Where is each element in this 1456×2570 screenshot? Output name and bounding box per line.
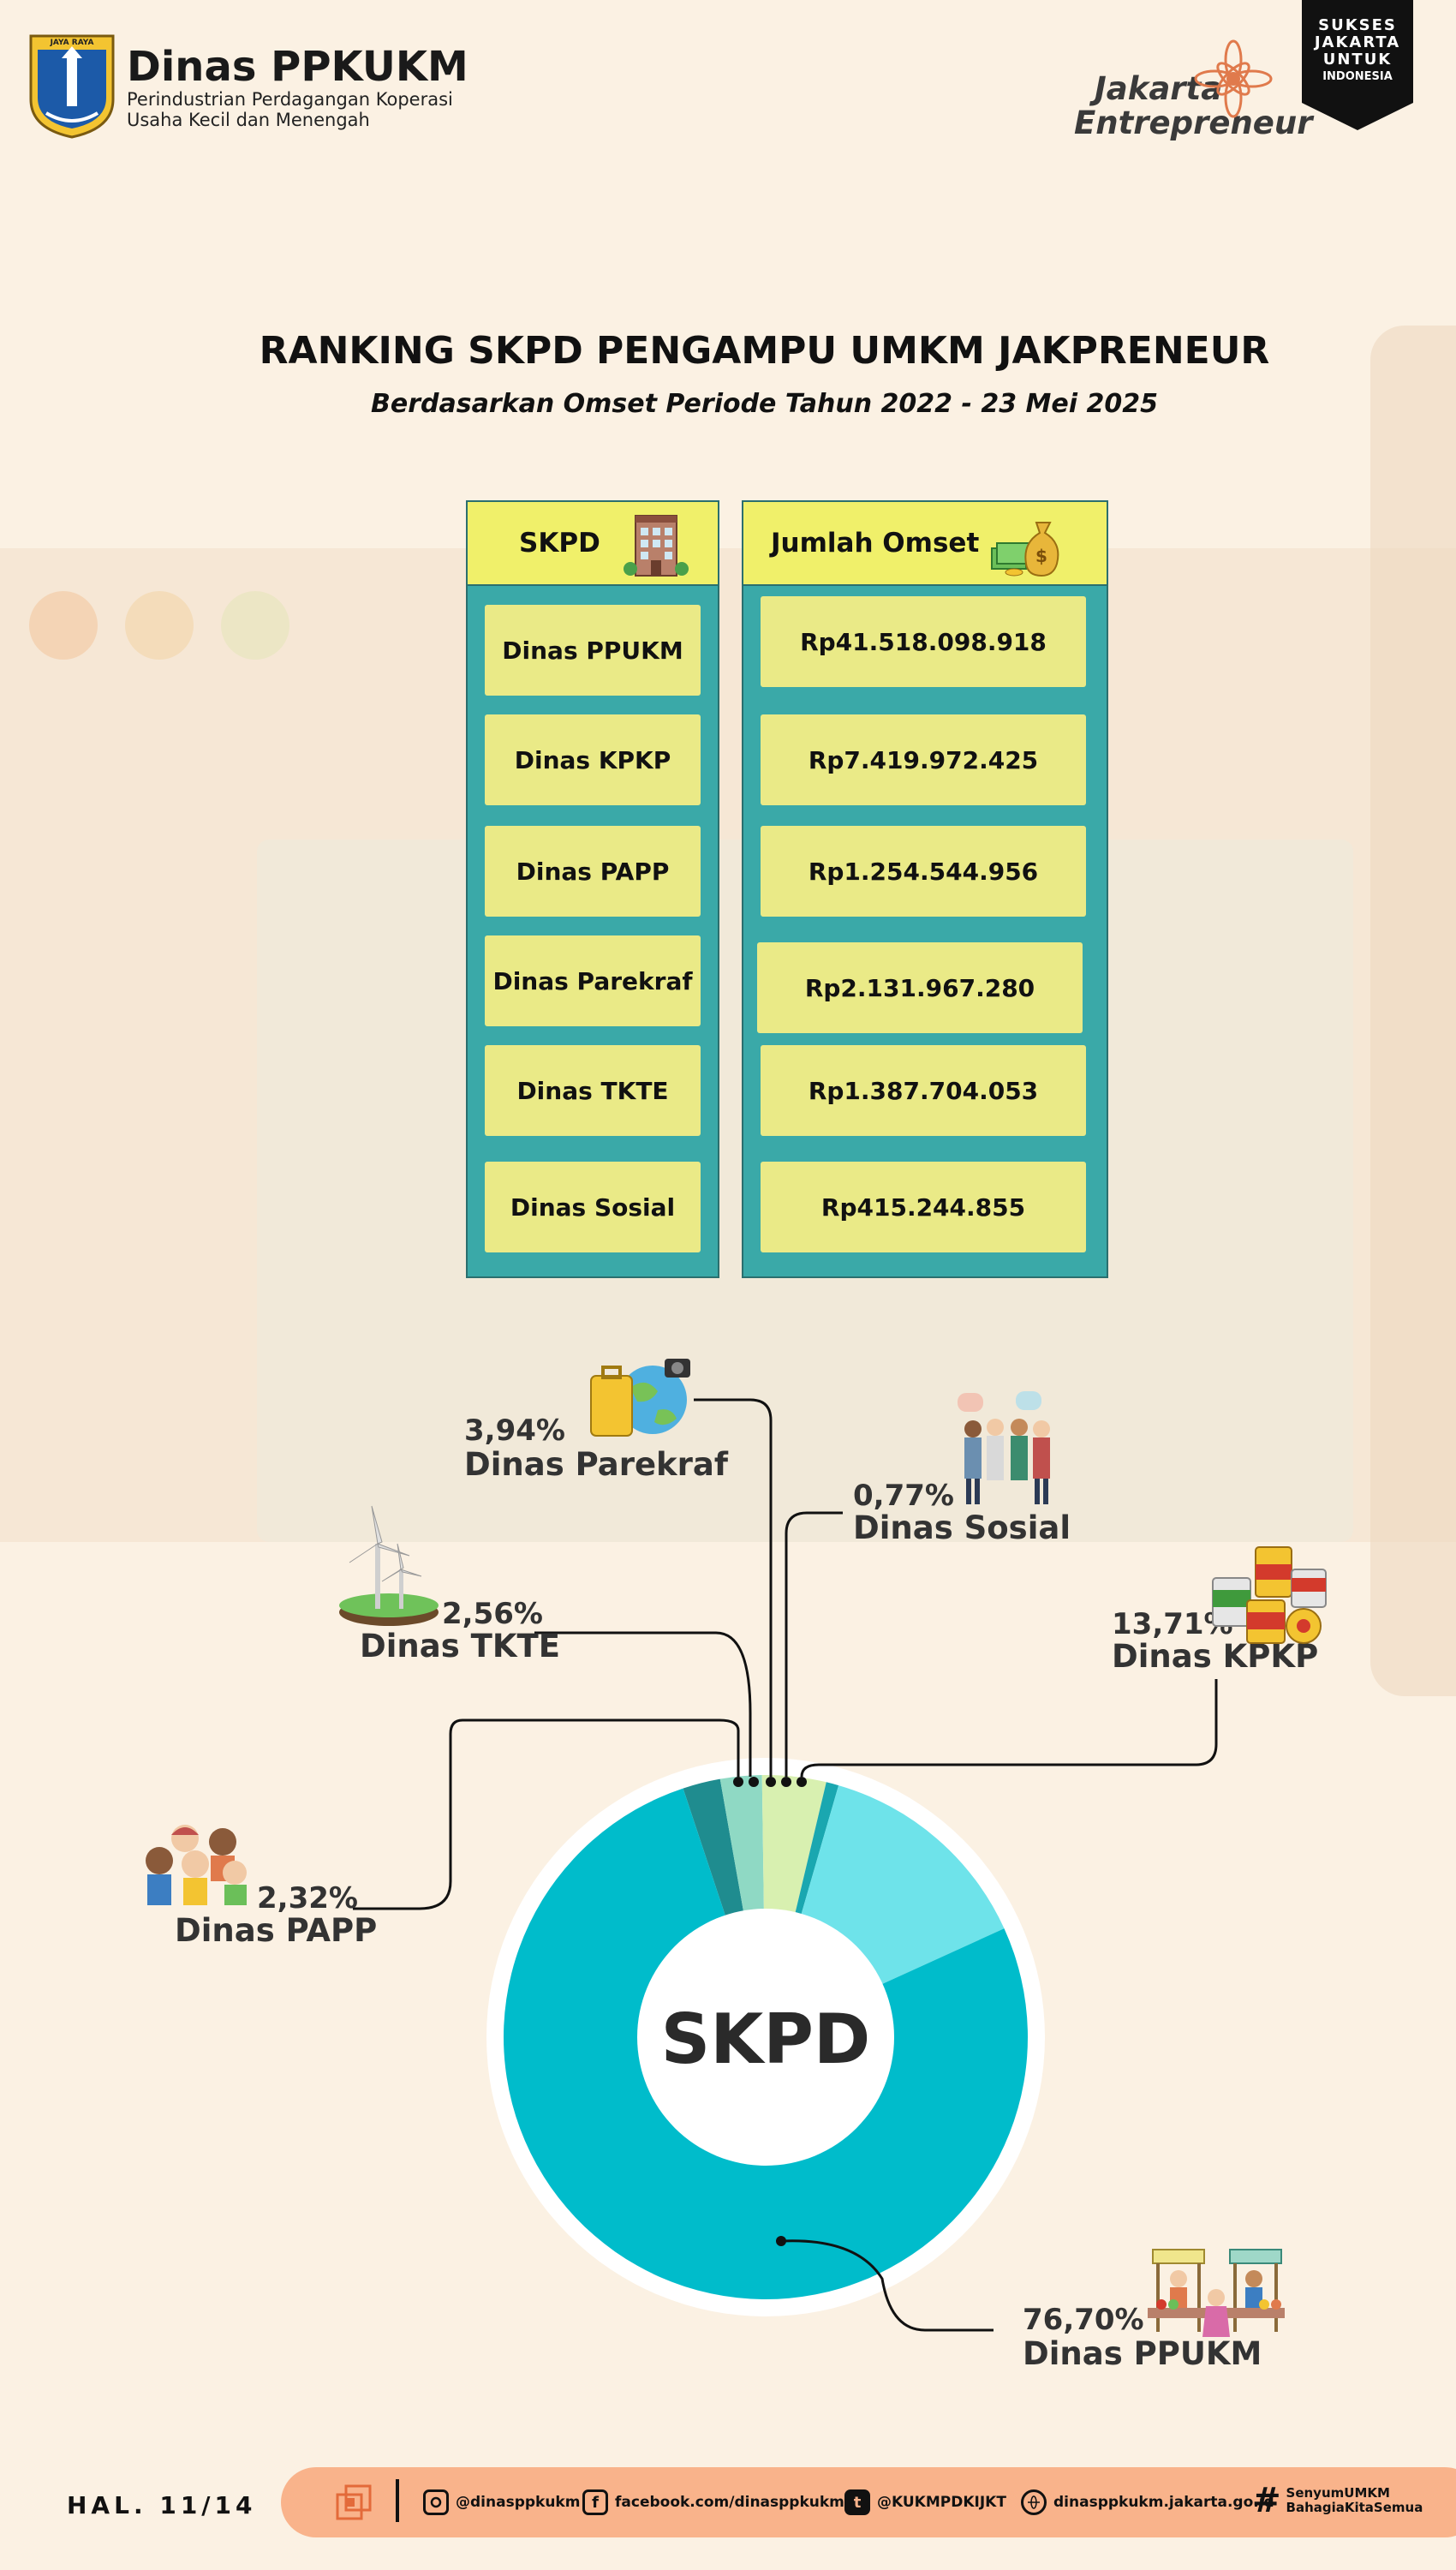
callout-line-ppukm <box>780 2239 994 2332</box>
twitter-icon: t <box>844 2489 870 2515</box>
callout-line-parekraf <box>694 1398 773 1777</box>
table-cell-skpd-6: Dinas Sosial <box>485 1162 701 1252</box>
footer-hashtag-1: SenyumUMKM <box>1286 2485 1390 2501</box>
callout-dot-ppukm <box>776 2236 786 2246</box>
partner-line-1: Jakarta <box>1095 70 1223 107</box>
background-bar-shape <box>1370 326 1456 1696</box>
callout-name-parekraf: Dinas Parekraf <box>464 1446 728 1483</box>
agency-name: Dinas PPKUKM <box>127 43 468 91</box>
background-window-shape <box>0 548 1456 1542</box>
callout-name-ppukm: Dinas PPUKM <box>1023 2335 1262 2372</box>
callout-name-sosial: Dinas Sosial <box>853 1509 1071 1546</box>
footer-twitter-label: @KUKMPDKIJKT <box>877 2494 1006 2511</box>
footer-hashtag: # SenyumUMKM BahagiaKitaSemua <box>1252 2481 1423 2520</box>
footer-separator <box>396 2479 399 2522</box>
background-dot-yellow <box>125 591 194 660</box>
footer-website[interactable]: dinasppkukm.jakarta.go.id <box>1021 2489 1274 2515</box>
building-icon <box>624 515 689 577</box>
table-header-skpd: SKPD <box>468 502 718 586</box>
callout-pct-tkte: 2,56% <box>442 1597 543 1631</box>
svg-text:$: $ <box>1035 546 1047 566</box>
banner-text: SUKSES JAKARTA UNTUK INDONESIA <box>1302 17 1413 86</box>
callout-pct-ppukm: 76,70% <box>1023 2303 1144 2337</box>
hashtag-icon: # <box>1252 2481 1281 2520</box>
community-people-icon <box>958 1391 1050 1504</box>
table-cell-skpd-1: Dinas PPUKM <box>485 605 701 696</box>
table-cell-skpd-2: Dinas KPKP <box>485 714 701 805</box>
table-column-omset: Jumlah Omset $ Rp41.518.098.918 Rp7.419.… <box>742 500 1108 1278</box>
table-header-skpd-label: SKPD <box>519 528 600 559</box>
banner-line-1: SUKSES <box>1318 16 1397 34</box>
callout-pct-sosial: 0,77% <box>853 1479 954 1513</box>
sukses-jakarta-banner <box>1302 0 1413 130</box>
footer-instagram[interactable]: @dinasppkukm <box>423 2489 580 2515</box>
banner-line-4: INDONESIA <box>1322 70 1393 83</box>
partner-line-2: Entrepreneur <box>1074 105 1313 141</box>
facebook-icon: f <box>582 2489 608 2515</box>
agency-subtitle-line-2: Usaha Kecil dan Menengah <box>127 110 370 130</box>
instagram-icon <box>423 2489 449 2515</box>
callout-dot-parekraf <box>766 1777 776 1787</box>
table-cell-skpd-4: Dinas Parekraf <box>485 935 701 1026</box>
callout-pct-parekraf: 3,94% <box>464 1414 565 1448</box>
callout-pct-papp: 2,32% <box>257 1881 358 1916</box>
callout-name-tkte: Dinas TKTE <box>360 1628 561 1665</box>
footer-logo-icon <box>336 2484 372 2520</box>
agency-subtitle-line-1: Perindustrian Perdagangan Koperasi <box>127 89 453 110</box>
table-cell-omset-5: Rp1.387.704.053 <box>761 1045 1086 1136</box>
callout-line-kpkp <box>800 1679 1218 1778</box>
wind-turbine-icon <box>339 1505 439 1626</box>
money-bag-icon: $ <box>991 522 1059 577</box>
globe-icon <box>1021 2489 1047 2515</box>
background-dot-green <box>221 591 289 660</box>
page-title: RANKING SKPD PENGAMPU UMKM JAKPRENEUR <box>259 329 1270 373</box>
children-group-icon <box>146 1825 247 1905</box>
table-cell-skpd-3: Dinas PAPP <box>485 826 701 917</box>
page-subtitle: Berdasarkan Omset Periode Tahun 2022 - 2… <box>371 389 1158 419</box>
table-cell-skpd-5: Dinas TKTE <box>485 1045 701 1136</box>
footer-hashtag-text: SenyumUMKM BahagiaKitaSemua <box>1286 2486 1423 2515</box>
table-header-omset-label: Jumlah Omset <box>771 528 980 559</box>
callout-dot-sosial <box>781 1777 791 1787</box>
logo-motto: JAYA RAYA <box>50 39 94 47</box>
canned-food-icon <box>1212 1546 1327 1644</box>
jakarta-crest-logo: JAYA RAYA <box>29 34 115 139</box>
callout-dot-kpkp <box>797 1777 807 1787</box>
footer-hashtag-2: BahagiaKitaSemua <box>1286 2500 1423 2515</box>
table-cell-omset-2: Rp7.419.972.425 <box>761 714 1086 805</box>
donut-center-label: SKPD <box>661 1999 871 2079</box>
callout-line-sosial <box>785 1511 843 1777</box>
table-cell-omset-1: Rp41.518.098.918 <box>761 596 1086 687</box>
footer-instagram-label: @dinasppkukm <box>456 2494 581 2511</box>
footer-facebook[interactable]: f facebook.com/dinasppkukmdki <box>582 2489 869 2515</box>
table-cell-omset-4: Rp2.131.967.280 <box>757 942 1083 1033</box>
jakarta-entrepreneur-logo-text: Jakarta Entrepreneur <box>1074 72 1313 140</box>
callout-line-tkte <box>534 1631 752 1777</box>
table-cell-omset-3: Rp1.254.544.956 <box>761 826 1086 917</box>
page-number: HAL. 11/14 <box>67 2491 257 2519</box>
flower-icon <box>1194 39 1273 118</box>
table-header-omset: Jumlah Omset $ <box>743 502 1107 586</box>
callout-name-papp: Dinas PAPP <box>175 1912 378 1949</box>
donut-hole <box>637 1909 894 2166</box>
background-dot-orange <box>29 591 98 660</box>
table-cell-omset-6: Rp415.244.855 <box>761 1162 1086 1252</box>
travel-globe-icon <box>590 1359 690 1437</box>
footer-website-label: dinasppkukm.jakarta.go.id <box>1053 2494 1274 2511</box>
table-column-skpd: SKPD Dinas PPUKM Dinas KPKP Dinas PAPP D… <box>466 500 719 1278</box>
market-stall-icon <box>1148 2249 1285 2337</box>
callout-line-papp <box>353 1718 740 1910</box>
callout-dot-tkte <box>749 1777 759 1787</box>
callout-name-kpkp: Dinas KPKP <box>1112 1638 1319 1675</box>
callout-dots <box>733 1777 807 2246</box>
banner-line-2: JAKARTA <box>1314 33 1401 51</box>
callout-dot-papp <box>733 1777 743 1787</box>
banner-line-3: UNTUK <box>1322 51 1393 69</box>
footer-twitter[interactable]: t @KUKMPDKIJKT <box>844 2489 1006 2515</box>
callout-lines <box>353 1398 1218 2332</box>
footer-facebook-label: facebook.com/dinasppkukmdki <box>615 2494 870 2511</box>
agency-subtitle: Perindustrian Perdagangan Koperasi Usaha… <box>127 89 486 130</box>
